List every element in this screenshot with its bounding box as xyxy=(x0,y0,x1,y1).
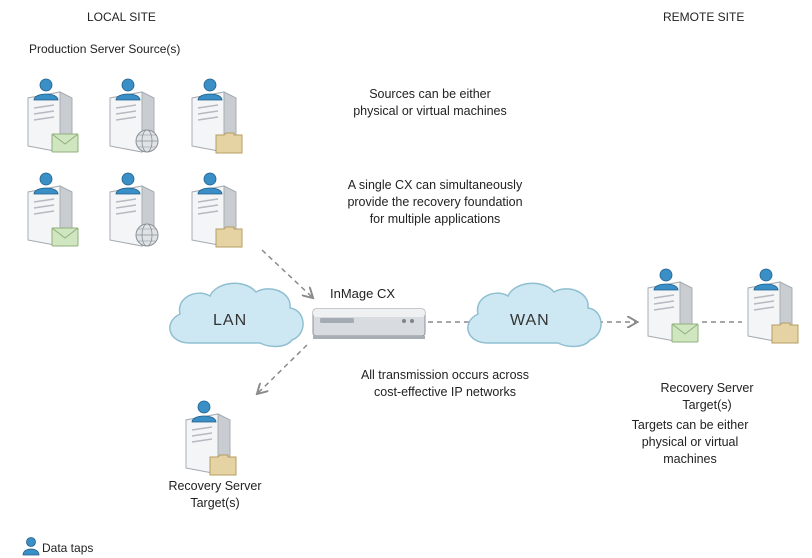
source-server-web-1-icon xyxy=(102,78,162,158)
source-server-file-1-icon xyxy=(184,78,244,158)
data-tap-legend-icon xyxy=(22,537,40,556)
source-server-web-2-icon xyxy=(102,172,162,252)
production-sources-heading: Production Server Source(s) xyxy=(29,42,181,56)
remote-recovery-target-label: Recovery Server Target(s) xyxy=(660,381,754,412)
inmage-cx-label: InMage CX xyxy=(330,286,396,301)
lan-cloud xyxy=(169,282,304,348)
wan-cloud xyxy=(467,282,602,348)
wan-label: WAN xyxy=(510,312,550,329)
inmage-cx-appliance xyxy=(312,308,426,339)
targets-type-note: Targets can be either physical or virtua… xyxy=(631,418,749,466)
legend-data-taps-label: Data taps xyxy=(42,541,94,555)
sources-to-cx-connector xyxy=(261,249,312,297)
source-server-mail-1-icon xyxy=(20,78,80,158)
remote-recovery-server-file-icon xyxy=(740,268,800,348)
sources-type-note: Sources can be either physical or virtua… xyxy=(353,87,507,118)
local-site-heading: LOCAL SITE xyxy=(87,10,156,24)
local-recovery-target-label: Recovery Server Target(s) xyxy=(168,479,262,510)
cx-to-local-recovery-connector xyxy=(258,344,308,393)
transmission-note: All transmission occurs across cost-effe… xyxy=(360,368,530,399)
source-server-mail-2-icon xyxy=(20,172,80,252)
source-server-file-2-icon xyxy=(184,172,244,252)
local-recovery-server-icon xyxy=(178,400,238,480)
single-cx-note: A single CX can simultaneously provide t… xyxy=(347,178,523,226)
lan-label: LAN xyxy=(213,312,248,329)
remote-recovery-server-mail-icon xyxy=(640,268,700,348)
remote-site-heading: REMOTE SITE xyxy=(663,10,745,24)
